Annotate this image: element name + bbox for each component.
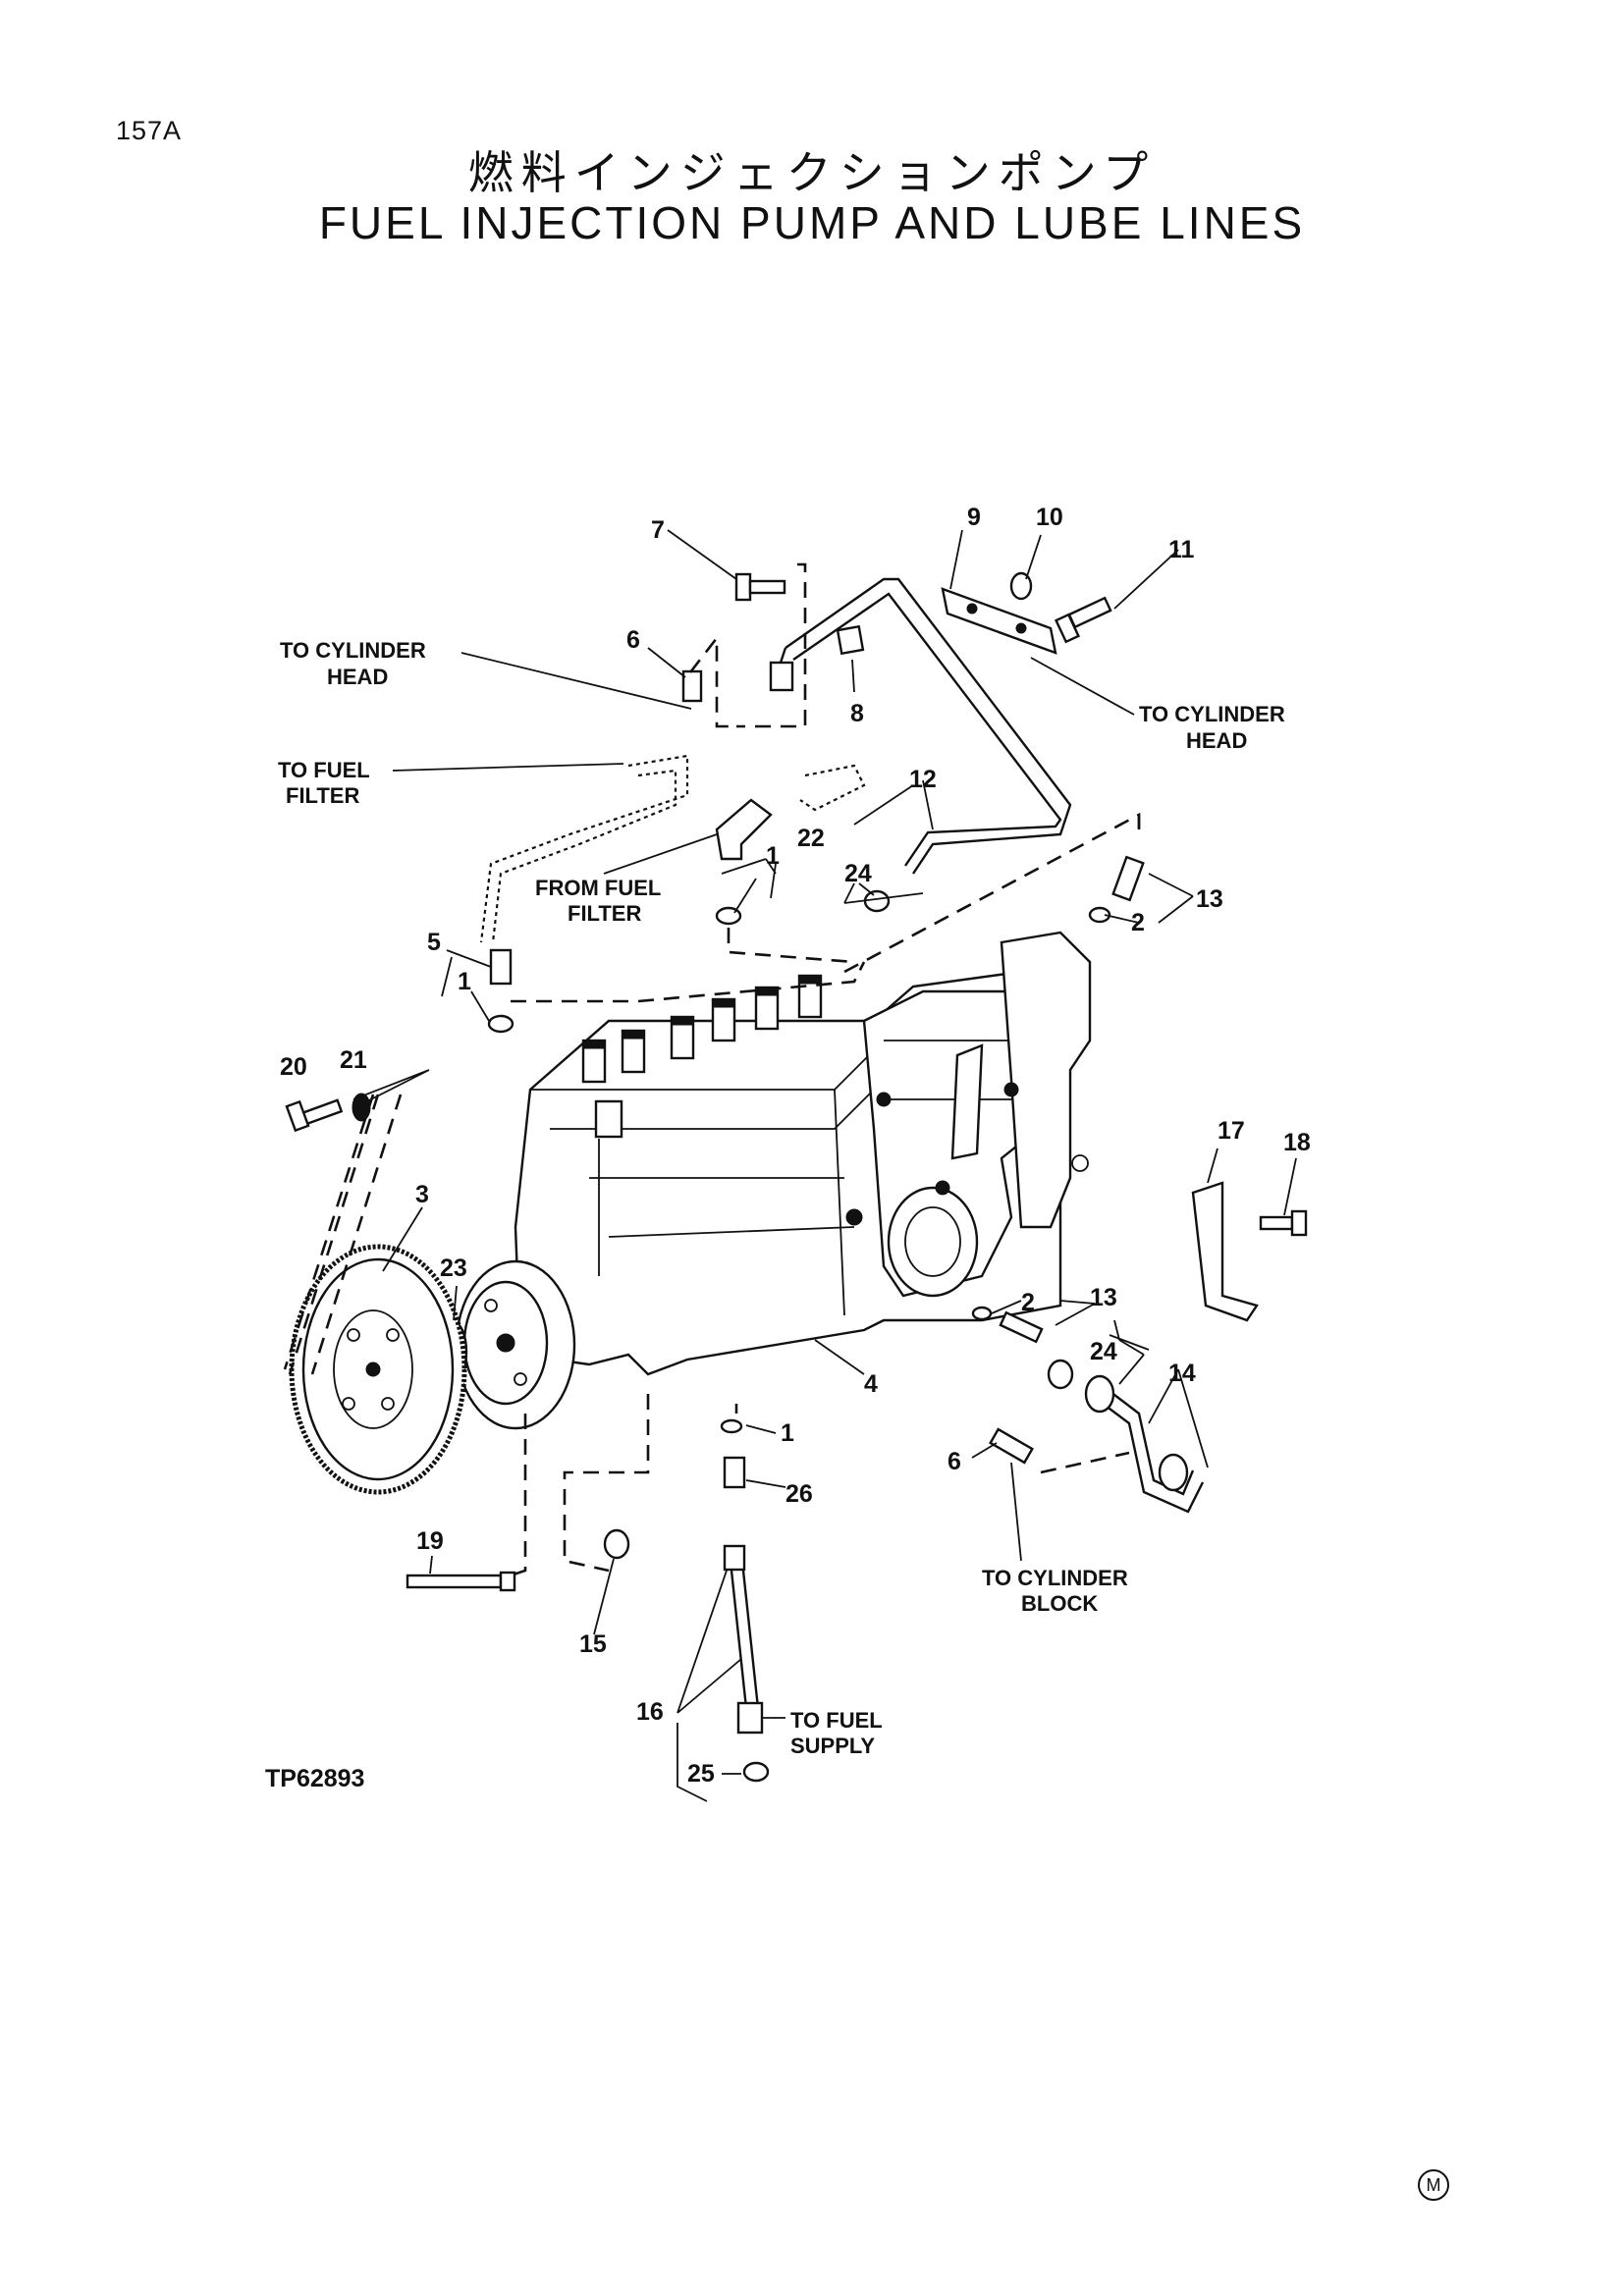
callout-12: 12 <box>909 766 937 793</box>
callout-16: 16 <box>636 1698 664 1726</box>
page-number: 157A <box>116 116 183 145</box>
note-to-cylinder-head-1a: TO CYLINDER <box>280 638 426 663</box>
callout-9: 9 <box>967 504 981 531</box>
callout-11: 11 <box>1168 536 1195 563</box>
note-to-cylinder-head-2b: HEAD <box>1186 728 1247 753</box>
callout-5: 5 <box>427 929 441 956</box>
drive-gear <box>289 1244 467 1495</box>
callout-1-top: 1 <box>766 842 780 870</box>
note-to-cylinder-block-b: BLOCK <box>1021 1591 1098 1616</box>
note-to-fuel-filter-b: FILTER <box>286 783 359 808</box>
callout-25: 25 <box>687 1760 715 1788</box>
fuel-filter-lines <box>479 754 866 943</box>
note-to-cylinder-block-a: TO CYLINDER <box>982 1566 1128 1590</box>
delivery-valve-holders <box>581 974 823 1139</box>
note-to-fuel-supply-b: SUPPLY <box>790 1734 875 1758</box>
figure-number: TP62893 <box>265 1765 365 1792</box>
title-english: FUEL INJECTION PUMP AND LUBE LINES <box>318 197 1306 248</box>
callout-20: 20 <box>280 1053 307 1081</box>
callout-2-top: 2 <box>1131 909 1145 936</box>
callout-22: 22 <box>797 825 825 852</box>
callout-13-top: 13 <box>1196 885 1223 913</box>
note-to-fuel-supply-a: TO FUEL <box>790 1708 883 1733</box>
callout-3: 3 <box>415 1181 429 1208</box>
callout-26: 26 <box>785 1480 813 1508</box>
callout-23: 23 <box>440 1255 467 1282</box>
fuel-supply-line <box>406 1418 770 1783</box>
note-to-cylinder-head-2a: TO CYLINDER <box>1139 702 1285 726</box>
callout-24-top: 24 <box>844 860 872 887</box>
note-to-cylinder-head-1b: HEAD <box>327 665 388 689</box>
callout-labels: 7 6 8 9 10 11 12 1 22 24 13 2 5 1 20 21 … <box>280 504 1311 1788</box>
note-to-fuel-filter-a: TO FUEL <box>278 758 370 782</box>
callout-17: 17 <box>1218 1117 1245 1145</box>
callout-8: 8 <box>850 700 864 727</box>
note-from-fuel-filter-b: FILTER <box>568 901 641 926</box>
callout-6: 6 <box>626 626 640 654</box>
title-japanese: 燃料インジェクションポンプ <box>467 146 1157 199</box>
callout-15: 15 <box>579 1630 607 1658</box>
pump-drive-hub <box>455 1259 576 1430</box>
injection-pump-body <box>514 931 1092 1376</box>
callout-21: 21 <box>340 1046 367 1074</box>
note-from-fuel-filter-a: FROM FUEL <box>535 876 661 900</box>
callout-13-lower: 13 <box>1090 1284 1117 1311</box>
routing-notes: TO CYLINDER HEAD TO CYLINDER HEAD TO FUE… <box>278 638 1285 1758</box>
callout-10: 10 <box>1036 504 1063 531</box>
lube-line-lower <box>971 1181 1308 1514</box>
cap-screw-and-washer <box>285 1093 371 1133</box>
callout-18: 18 <box>1283 1129 1311 1156</box>
callout-24-lower: 24 <box>1090 1338 1117 1365</box>
callout-14: 14 <box>1168 1360 1196 1387</box>
circled-m-mark: M <box>1418 2169 1449 2201</box>
callout-leaders <box>352 529 1297 1802</box>
callout-19: 19 <box>416 1527 444 1555</box>
callout-6-lower: 6 <box>947 1448 961 1475</box>
callout-7: 7 <box>651 516 665 544</box>
callout-4: 4 <box>864 1370 878 1398</box>
callout-1-lower: 1 <box>781 1419 794 1447</box>
callout-2-lower: 2 <box>1021 1289 1035 1316</box>
callout-1-left: 1 <box>458 968 471 995</box>
